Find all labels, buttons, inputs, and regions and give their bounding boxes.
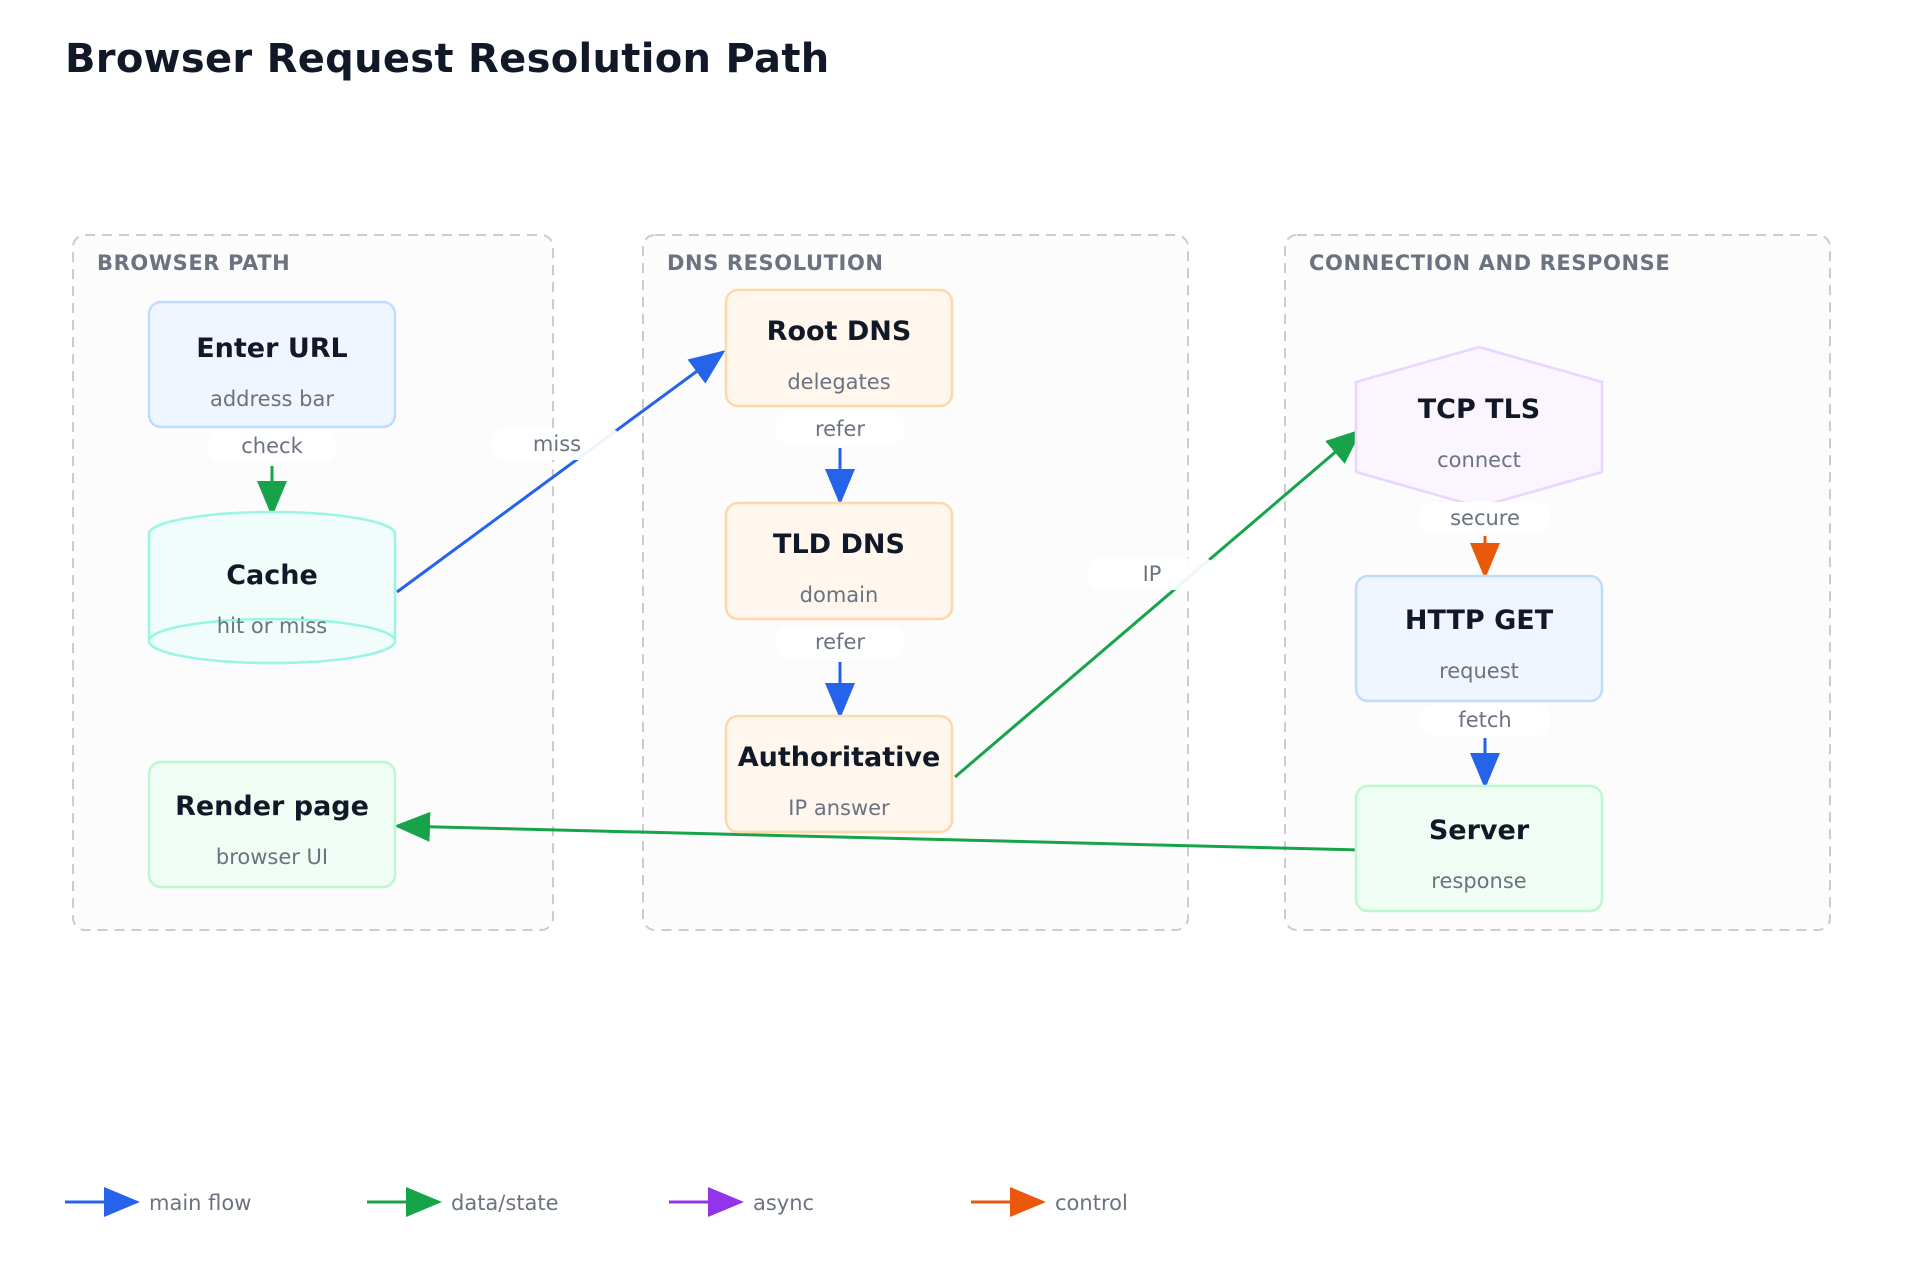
legend-async: async xyxy=(669,1187,814,1217)
edge-label-ip: IP xyxy=(1087,558,1217,590)
node-authoritative[interactable]: Authoritative IP answer xyxy=(724,714,954,834)
svg-text:control: control xyxy=(1055,1191,1128,1215)
legend-data-state: data/state xyxy=(367,1187,559,1217)
node-title: Enter URL xyxy=(196,333,348,364)
node-enter-url[interactable]: Enter URL address bar xyxy=(147,300,397,429)
edge-ip xyxy=(954,429,1363,779)
node-title: Root DNS xyxy=(767,316,912,347)
edge-label-check: check xyxy=(207,430,337,462)
node-title: TLD DNS xyxy=(773,529,905,560)
svg-text:refer: refer xyxy=(815,630,865,654)
node-title: Server xyxy=(1429,815,1530,846)
node-render-page[interactable]: Render page browser UI xyxy=(147,760,397,889)
node-subtitle: hit or miss xyxy=(217,614,327,638)
legend-main-flow: main flow xyxy=(65,1187,251,1217)
group-label-connection-response: CONNECTION AND RESPONSE xyxy=(1309,251,1670,275)
node-subtitle: request xyxy=(1439,659,1519,683)
svg-text:IP: IP xyxy=(1143,562,1162,586)
node-title: Render page xyxy=(175,791,369,822)
node-tld-dns[interactable]: TLD DNS domain xyxy=(724,501,954,621)
node-http-get[interactable]: HTTP GET request xyxy=(1354,574,1604,703)
legend: main flow data/state async control xyxy=(65,1187,1128,1217)
edge-label-refer-2: refer xyxy=(775,626,905,658)
legend-control: control xyxy=(971,1187,1128,1217)
node-title: TCP TLS xyxy=(1418,394,1541,425)
group-label-browser-path: BROWSER PATH xyxy=(97,251,290,275)
node-subtitle: IP answer xyxy=(788,796,890,820)
node-root-dns[interactable]: Root DNS delegates xyxy=(724,288,954,408)
edge-miss xyxy=(396,350,726,594)
svg-text:fetch: fetch xyxy=(1458,708,1511,732)
node-cache[interactable]: Cache hit or miss xyxy=(147,510,397,665)
svg-text:miss: miss xyxy=(533,432,581,456)
svg-text:main flow: main flow xyxy=(149,1191,251,1215)
node-title: Authoritative xyxy=(738,742,941,773)
group-label-dns-resolution: DNS RESOLUTION xyxy=(667,251,884,275)
node-subtitle: domain xyxy=(800,583,879,607)
node-subtitle: address bar xyxy=(210,387,334,411)
svg-text:check: check xyxy=(241,434,303,458)
diagram-title: Browser Request Resolution Path xyxy=(65,36,830,82)
node-title: HTTP GET xyxy=(1405,605,1554,636)
edge-label-secure: secure xyxy=(1420,502,1550,534)
node-title: Cache xyxy=(226,560,318,591)
svg-text:refer: refer xyxy=(815,417,865,441)
svg-text:data/state: data/state xyxy=(451,1191,559,1215)
edge-label-miss: miss xyxy=(492,428,622,460)
node-tcp-tls[interactable]: TCP TLS connect xyxy=(1354,345,1604,509)
node-subtitle: connect xyxy=(1437,448,1521,472)
edge-response-render xyxy=(394,811,1362,852)
node-subtitle: response xyxy=(1431,869,1526,893)
edge-label-refer-1: refer xyxy=(775,413,905,445)
svg-text:async: async xyxy=(753,1191,814,1215)
edge-label-fetch: fetch xyxy=(1420,704,1550,736)
node-subtitle: delegates xyxy=(787,370,890,394)
node-subtitle: browser UI xyxy=(216,845,328,869)
svg-text:secure: secure xyxy=(1450,506,1520,530)
node-server[interactable]: Server response xyxy=(1354,784,1604,913)
